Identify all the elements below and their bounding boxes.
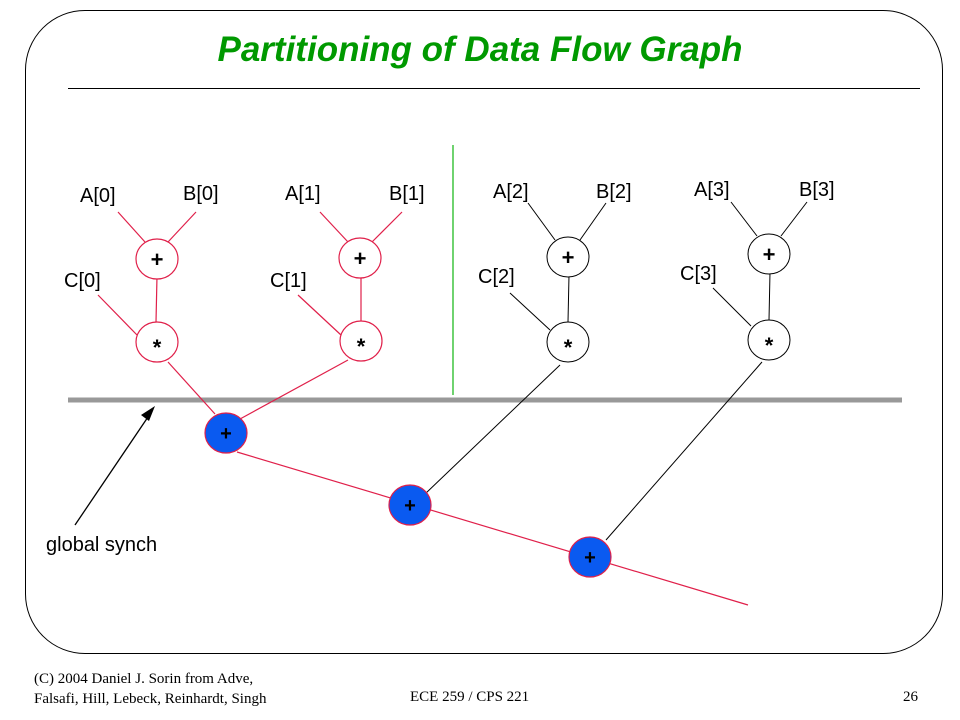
add-node-0[interactable] (135, 238, 179, 280)
reduce-node-0-symbol: + (220, 423, 232, 445)
add-node-3-symbol: + (763, 242, 776, 267)
add-node-0-symbol: + (151, 247, 164, 272)
partition-1: + * A[1] B[1] C[1] (239, 183, 425, 420)
mul-node-1[interactable] (339, 320, 383, 362)
label-c0: C[0] (64, 270, 101, 292)
edge-b2-add (579, 202, 607, 241)
reduce-node-2[interactable] (568, 536, 612, 578)
mul-node-1-symbol: * (357, 334, 366, 359)
edge-a0-add (117, 211, 146, 243)
annotation-arrow-head (141, 406, 155, 421)
footer-page-number: 26 (903, 689, 918, 705)
add-node-1-symbol: + (354, 246, 367, 271)
add-node-2-symbol: + (562, 245, 575, 270)
partition-2: + * A[2] B[2] C[2] (424, 181, 632, 495)
add-node-3[interactable] (747, 233, 791, 275)
mul-node-0-symbol: * (153, 335, 162, 360)
edge-mul0-reduce (167, 361, 216, 415)
edge-b3-add (780, 201, 808, 237)
edge-mul1-reduce (239, 359, 349, 420)
slide-title: Partitioning of Data Flow Graph (217, 30, 743, 69)
edge-a1-add (319, 211, 349, 243)
add-node-2[interactable] (546, 236, 590, 278)
edge-b1-add (371, 211, 403, 243)
label-b2: B[2] (596, 181, 632, 203)
edge-reduce-chain (236, 451, 749, 606)
reduce-node-0[interactable] (204, 412, 248, 454)
edge-c1-mul (297, 294, 342, 336)
edge-a3-add (730, 201, 758, 237)
annotation-label: global synch (46, 534, 157, 556)
edge-c3-mul (712, 287, 752, 327)
label-b1: B[1] (389, 183, 425, 205)
partition-0: + * A[0] B[0] C[0] (64, 183, 219, 415)
mul-node-3[interactable] (747, 319, 791, 361)
edge-mul2-reduce (424, 364, 561, 495)
footer-course: ECE 259 / CPS 221 (410, 689, 530, 705)
reduce-node-2-symbol: + (584, 547, 596, 569)
edge-mul3-reduce (605, 361, 763, 541)
edge-c2-mul (509, 292, 551, 331)
label-c3: C[3] (680, 263, 717, 285)
annotation-arrow-shaft (74, 413, 151, 526)
mul-node-2-symbol: * (564, 335, 573, 360)
add-node-1[interactable] (338, 237, 382, 279)
edge-add0-mul (155, 275, 158, 323)
label-b3: B[3] (799, 179, 835, 201)
mul-node-0[interactable] (135, 321, 179, 363)
label-a0: A[0] (80, 185, 116, 207)
global-synch-annotation: global synch (46, 406, 157, 556)
mul-node-3-symbol: * (765, 333, 774, 358)
mul-node-2[interactable] (546, 321, 590, 363)
label-a3: A[3] (694, 179, 730, 201)
label-a1: A[1] (285, 183, 321, 205)
reduce-node-1-symbol: + (404, 495, 416, 517)
edge-a2-add (527, 202, 556, 241)
footer-copyright: (C) 2004 Daniel J. Sorin from Adve, Fals… (34, 669, 266, 709)
reduce-node-1[interactable] (388, 484, 432, 526)
edge-c0-mul (97, 294, 138, 336)
edge-b0-add (167, 211, 197, 243)
partition-3: + * A[3] B[3] C[3] (605, 179, 835, 541)
edge-add2-mul (567, 274, 570, 323)
slide-frame (25, 10, 943, 654)
label-b0: B[0] (183, 183, 219, 205)
reduction-chain: + + + (204, 412, 749, 606)
label-c2: C[2] (478, 266, 515, 288)
label-c1: C[1] (270, 270, 307, 292)
edge-add3-mul (768, 271, 771, 321)
title-rule (68, 88, 920, 89)
footer-copyright-line-1: (C) 2004 Daniel J. Sorin from Adve, (34, 671, 254, 687)
footer-copyright-line-2: Falsafi, Hill, Lebeck, Reinhardt, Singh (34, 691, 267, 707)
label-a2: A[2] (493, 181, 529, 203)
